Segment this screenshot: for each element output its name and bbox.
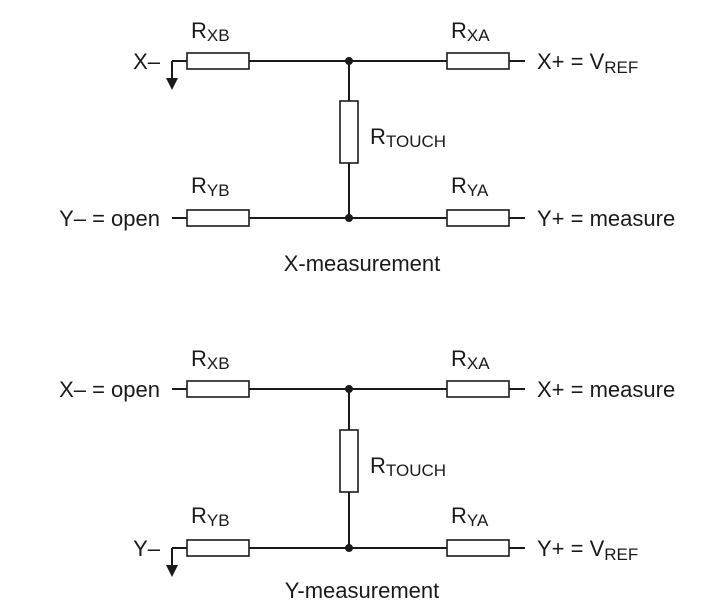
label-rxa: RXA	[451, 18, 490, 45]
resistor-rtouch	[339, 100, 359, 164]
resistor-rxa	[446, 380, 510, 398]
resistor-rya	[446, 209, 510, 227]
resistor-rya	[446, 539, 510, 557]
label-rxb: RXB	[191, 18, 230, 45]
label-rtouch: RTOUCH	[370, 124, 446, 151]
label-ryb: RYB	[191, 503, 230, 530]
y-measurement-diagram: RXB RXA RYB RYA RTOUCH X– = open Y– X+ =…	[59, 346, 675, 603]
terminal-left-top: X– = open	[59, 377, 160, 402]
resistor-rxa	[446, 52, 510, 70]
label-rxa: RXA	[451, 346, 490, 373]
resistor-ryb	[186, 209, 250, 227]
ground-arrow-icon	[166, 61, 178, 90]
junction-dot	[345, 214, 353, 222]
junction-dot	[345, 385, 353, 393]
terminal-right-bottom: Y+ = VREF	[537, 536, 638, 564]
caption-x-measurement: X-measurement	[284, 251, 441, 276]
resistor-rxb	[186, 52, 250, 70]
label-rxb: RXB	[191, 346, 230, 373]
terminal-left-top: X–	[133, 49, 161, 74]
terminal-left-bottom: Y–	[133, 536, 161, 561]
resistor-ryb	[186, 539, 250, 557]
x-measurement-diagram: RXB RXA RYB RYA RTOUCH X– Y– = open X+ =…	[59, 18, 675, 276]
terminal-right-top: X+ = measure	[537, 377, 675, 402]
terminal-right-bottom: Y+ = measure	[537, 206, 675, 231]
label-rya: RYA	[451, 503, 489, 530]
terminal-left-bottom: Y– = open	[59, 206, 160, 231]
caption-y-measurement: Y-measurement	[285, 578, 439, 603]
junction-dot	[345, 544, 353, 552]
terminal-right-top: X+ = VREF	[537, 49, 638, 77]
ground-arrow-icon	[166, 548, 178, 577]
label-ryb: RYB	[191, 173, 230, 200]
junction-dot	[345, 57, 353, 65]
resistor-rtouch	[339, 429, 359, 493]
label-rya: RYA	[451, 173, 489, 200]
resistor-rxb	[186, 380, 250, 398]
label-rtouch: RTOUCH	[370, 453, 446, 480]
